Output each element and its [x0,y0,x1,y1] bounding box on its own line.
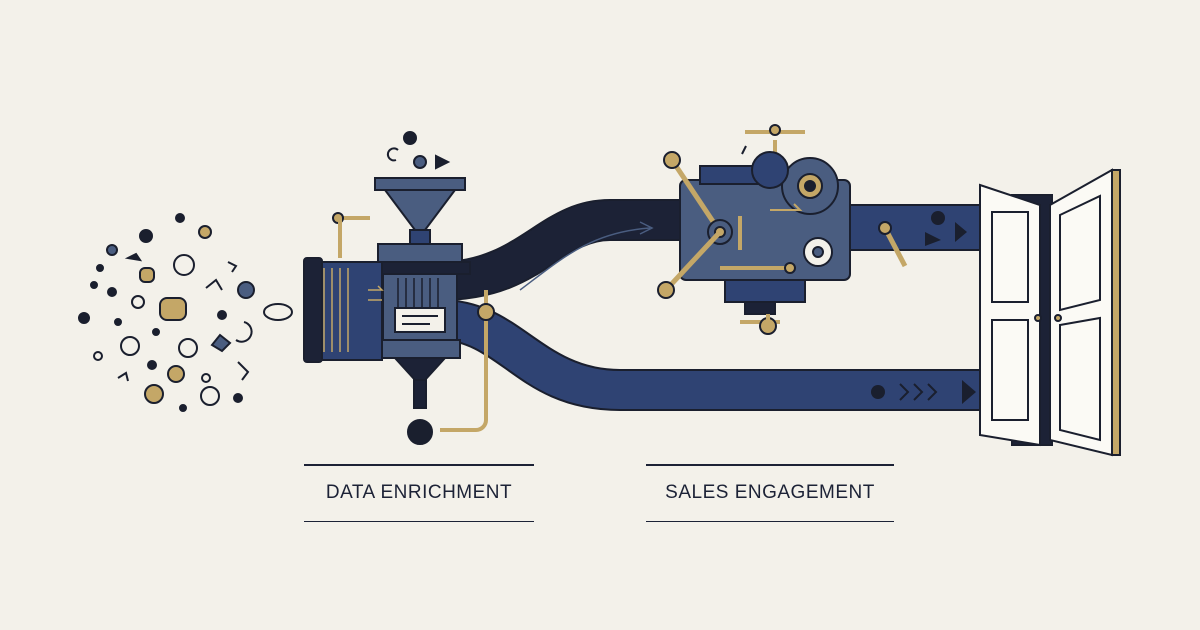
gear-icon [803,237,833,267]
open-door-icon [979,168,1121,457]
upper-pipe [439,199,681,302]
label-text: DATA ENRICHMENT [325,481,513,503]
gear-icon [751,151,789,189]
label-text: SALES ENGAGEMENT [665,481,875,503]
stage-label-sales-engagement: SALES ENGAGEMENT [646,464,894,522]
enrichment-machine [303,131,495,445]
engagement-machine [657,124,908,335]
gear-icon [781,157,839,215]
funnel-icon [374,177,466,245]
rule-bottom [646,520,894,522]
lower-pipe [439,298,1012,411]
rule-top [646,464,894,466]
scattered-data-particles [78,213,293,412]
stage-label-data-enrichment: DATA ENRICHMENT [304,464,534,522]
rule-bottom [304,520,534,522]
rule-top [304,464,534,466]
